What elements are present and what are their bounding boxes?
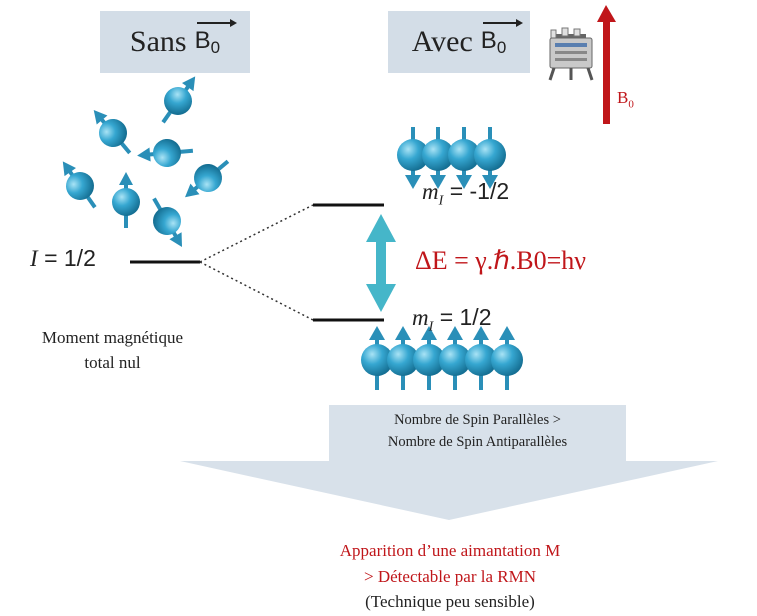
conclusion-line-1: Apparition d’une aimantation M bbox=[339, 541, 561, 560]
nmr-magnet-icon bbox=[548, 27, 594, 81]
spin-sphere-icon bbox=[133, 134, 197, 172]
population-note: Nombre de Spin Parallèles > Nombre de Sp… bbox=[329, 405, 626, 463]
spin-sphere-icon bbox=[49, 151, 109, 218]
conclusion-line-3: (Technique peu sensible) bbox=[365, 592, 535, 611]
header-without-field-label: Sans bbox=[129, 25, 187, 58]
field-vector-label: B0 bbox=[195, 18, 237, 58]
split-dotted-line-upper bbox=[199, 204, 314, 263]
field-vector-label: B0 bbox=[481, 18, 523, 58]
parallel-spins bbox=[359, 324, 525, 392]
result-arrow bbox=[180, 461, 718, 520]
conclusion-line-2: > Détectable par la RMN bbox=[364, 566, 536, 586]
header-without-field: Sans B0 bbox=[100, 11, 250, 73]
double-arrow-icon bbox=[366, 214, 396, 312]
field-arrow-label: B0 bbox=[617, 88, 634, 111]
spin-sphere-icon bbox=[149, 66, 209, 133]
upper-level-label: mI = -1/2 bbox=[422, 178, 510, 209]
spin-quantum-label: I = 1/2 bbox=[30, 245, 96, 271]
field-arrow-icon bbox=[597, 5, 616, 124]
total-moment-caption: Moment magnétique total nul bbox=[41, 328, 184, 372]
spin-sphere-icon bbox=[489, 324, 525, 392]
random-spins bbox=[49, 66, 239, 256]
spin-sphere-icon bbox=[80, 99, 143, 164]
header-with-field-label: Avec bbox=[411, 25, 473, 58]
header-with-field: Avec B0 bbox=[388, 11, 530, 73]
vector-arrow-icon bbox=[196, 18, 237, 27]
split-dotted-line-lower bbox=[199, 261, 314, 321]
conclusion: Apparition d’une aimantation M > Détecta… bbox=[280, 538, 620, 615]
vector-arrow-icon bbox=[482, 18, 523, 27]
spin-sphere-icon bbox=[174, 148, 239, 211]
energy-equation: ΔE = γ.ℏ.B0=hν bbox=[415, 246, 586, 275]
lower-level-label: mI = 1/2 bbox=[412, 304, 492, 335]
spin-sphere-icon bbox=[110, 170, 142, 230]
spin-sphere-icon bbox=[139, 189, 197, 256]
